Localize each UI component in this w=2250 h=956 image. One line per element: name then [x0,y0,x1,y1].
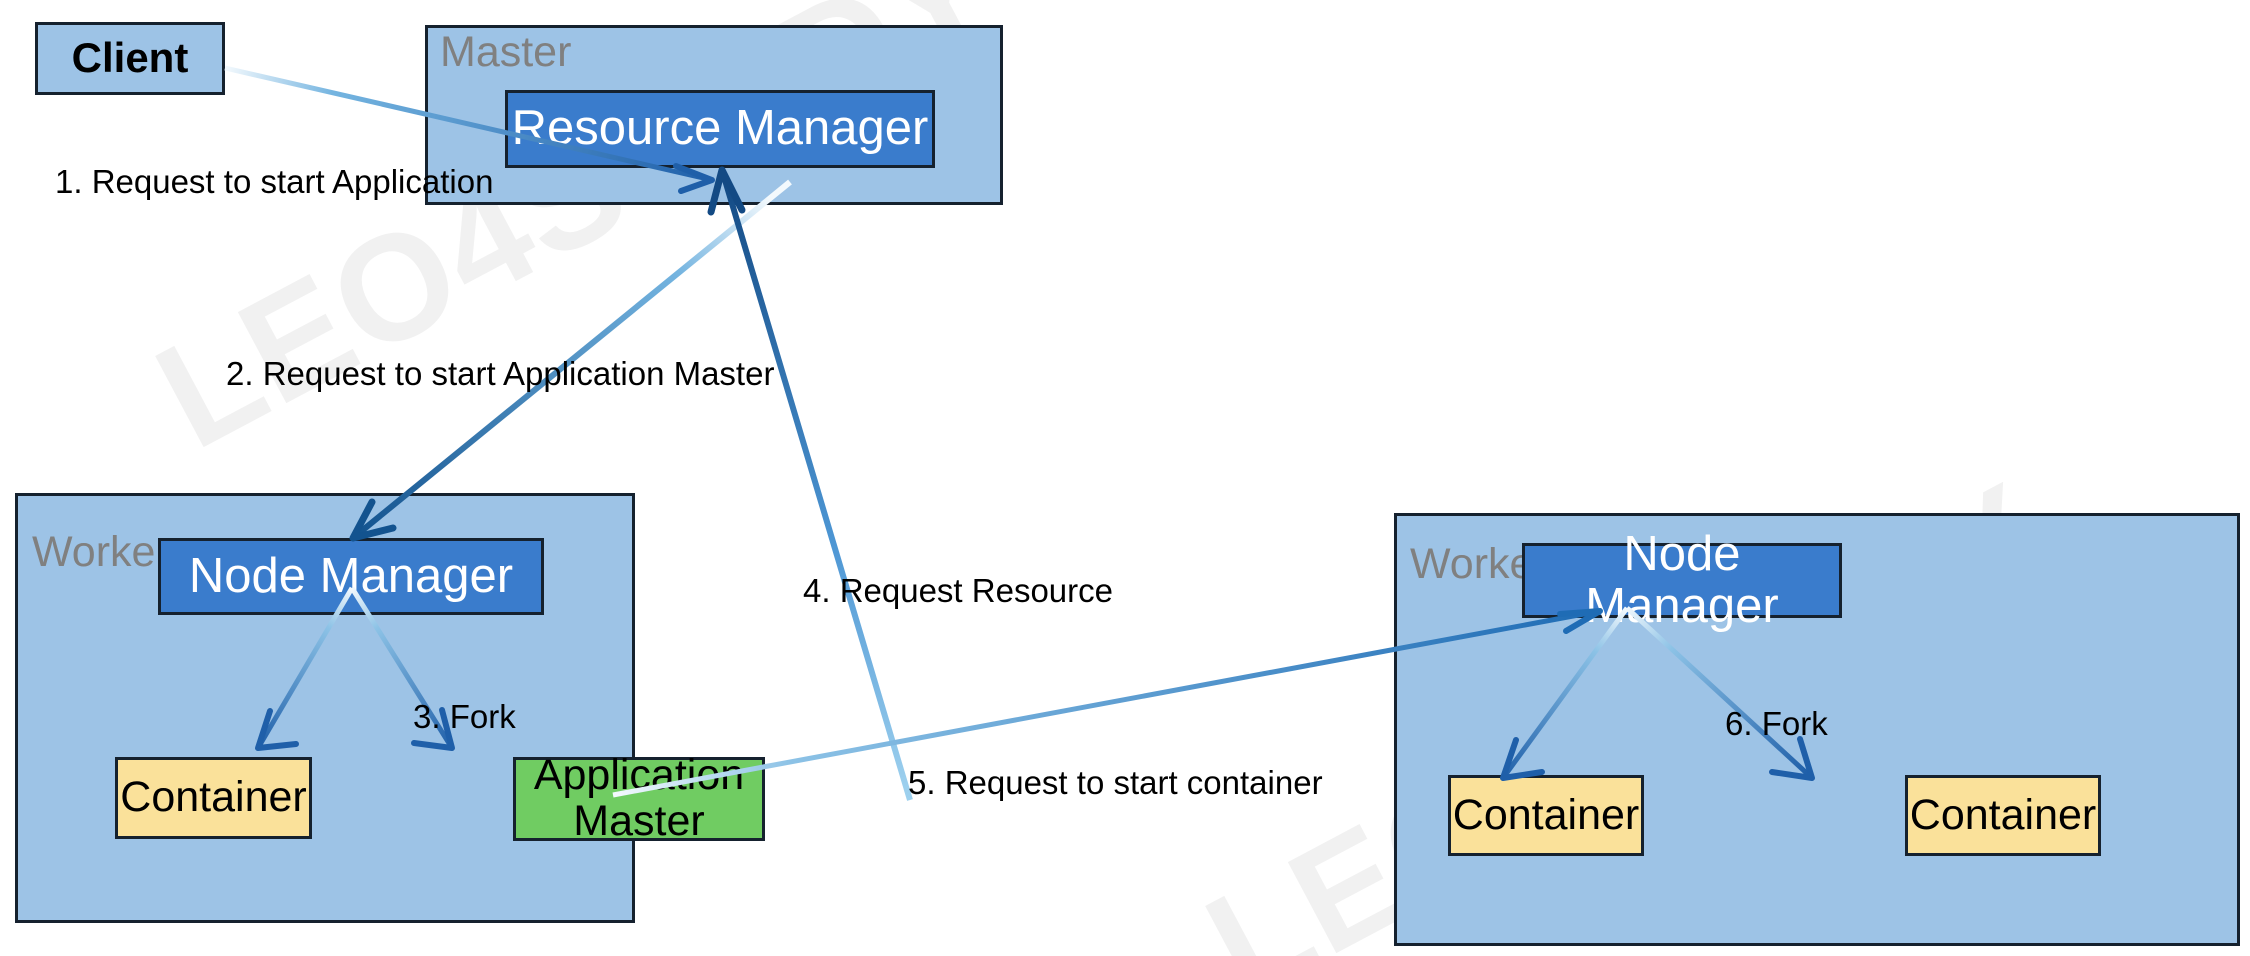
worker-right-container-box-2[interactable]: Container [1905,775,2101,856]
client-box[interactable]: Client [35,22,225,95]
worker-right-container-label-1: Container [1452,790,1640,839]
master-group-label: Master [440,28,572,76]
worker-left-node-manager-label: Node Manager [188,548,514,603]
resource-manager-box[interactable]: Resource Manager [505,90,935,168]
step-label-2: 2. Request to start Application Master [226,355,775,392]
client-label: Client [71,34,189,82]
step-label-5: 5. Request to start container [908,764,1323,801]
resource-manager-label: Resource Manager [511,101,929,156]
worker-right-container-box-1[interactable]: Container [1448,775,1644,856]
worker-right-node-manager-label: Node Manager [1585,526,1779,633]
step-label-1: 1. Request to start Application [55,163,494,200]
arrow-4-request-resource [707,166,913,801]
worker-left-container-box[interactable]: Container [115,757,312,839]
worker-right-node-manager-box[interactable]: Node Manager [1522,528,1842,631]
worker-left-container-label: Container [120,773,307,822]
worker-left-group-label: Worker [32,528,170,576]
worker-left-application-master-box[interactable]: Application Master [513,753,765,844]
worker-left-node-manager-box[interactable]: Node Manager [158,538,544,615]
step-label-4: 4. Request Resource [803,572,1114,609]
application-master-label-line2: Master [573,797,705,845]
worker-right-container-label-2: Container [1909,790,2097,839]
application-master-label-line1: Application [533,751,745,800]
step-label-6: 6. Fork [1725,705,1828,742]
step-label-3: 3. Fork [413,698,516,735]
